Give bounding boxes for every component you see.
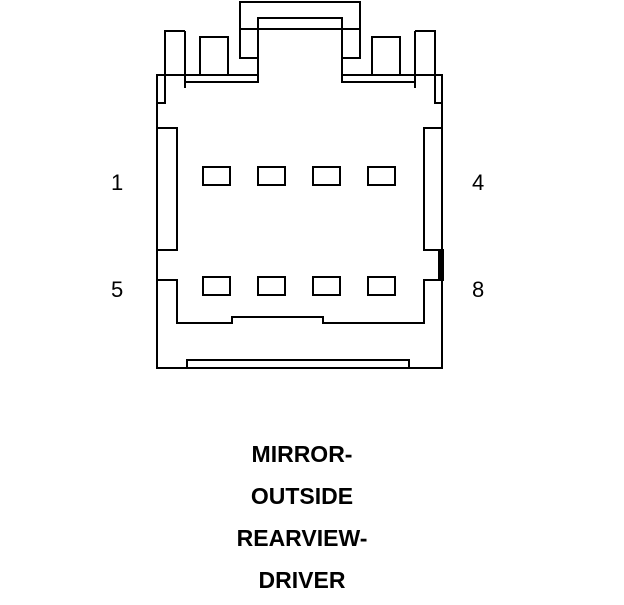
right-latch-block	[371, 36, 401, 76]
right-side-rib	[423, 127, 442, 251]
left-side-rib	[157, 127, 178, 251]
caption-line: DRIVER	[258, 567, 346, 593]
connector-outline-drawing	[156, 1, 444, 369]
terminal-cavity	[202, 276, 231, 296]
terminal-cavity	[312, 166, 341, 186]
right-shoulder	[342, 30, 436, 76]
pin-label-5: 5	[111, 277, 124, 302]
left-latch-block	[199, 36, 229, 76]
lower-cavity-outline	[157, 279, 442, 324]
pin-label-4: 4	[472, 170, 485, 195]
right-latch-arm	[341, 29, 361, 59]
housing-top-right	[434, 75, 442, 104]
pin-label-1: 1	[111, 170, 124, 195]
pin-label-8: 8	[472, 277, 485, 302]
connector-caption: MIRROR- OUTSIDE REARVIEW- DRIVER	[0, 437, 604, 605]
right-shoulder-inner	[341, 31, 416, 83]
terminal-row-bottom	[202, 276, 396, 296]
bottom-rail	[186, 359, 410, 369]
left-shoulder	[164, 30, 258, 76]
left-shoulder-inner	[184, 31, 259, 83]
terminal-cavity	[312, 276, 341, 296]
caption-line: MIRROR-	[251, 441, 353, 467]
terminal-cavity	[367, 276, 396, 296]
housing-outline	[156, 74, 443, 369]
terminal-cavity	[202, 166, 231, 186]
caption-line: OUTSIDE	[250, 483, 354, 509]
right-side-notch	[438, 249, 444, 281]
housing-top-left	[157, 75, 166, 104]
terminal-cavity	[257, 276, 286, 296]
terminal-cavity	[257, 166, 286, 186]
terminal-row-top	[202, 166, 396, 186]
left-latch-arm	[239, 29, 259, 59]
terminal-cavity	[367, 166, 396, 186]
caption-line: REARVIEW-	[236, 525, 368, 551]
